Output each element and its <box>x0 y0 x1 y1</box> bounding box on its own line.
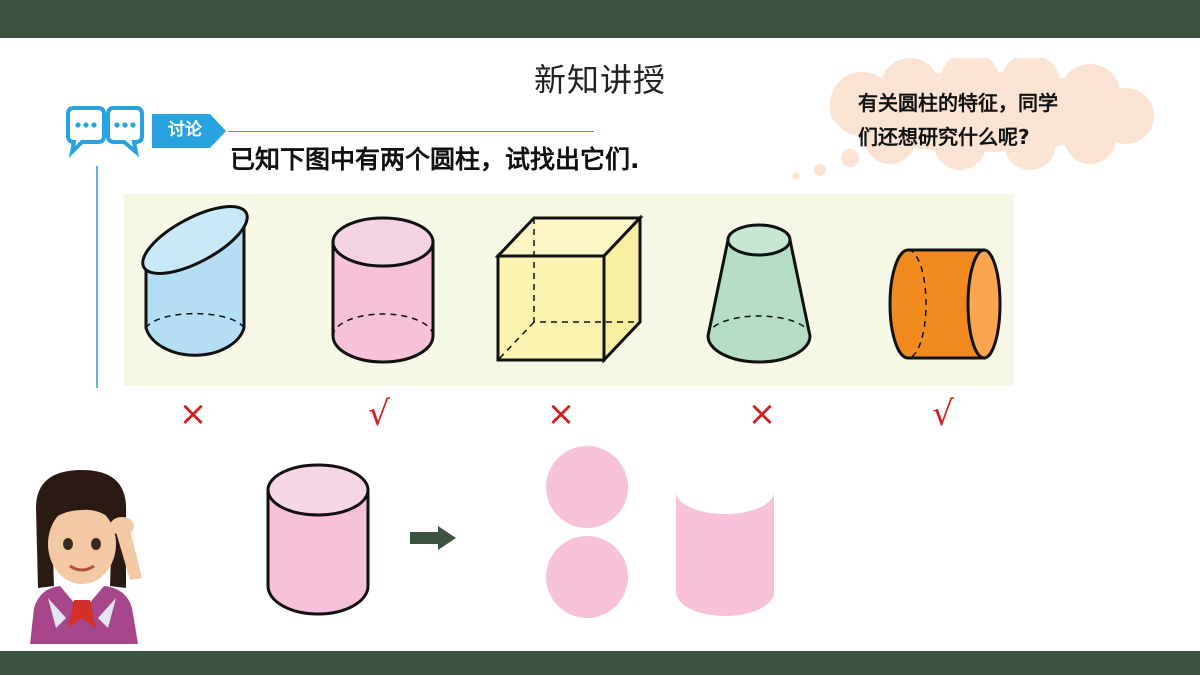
discussion-tag-label: 讨论 <box>168 120 202 140</box>
mark-shape-5: √ <box>932 394 954 434</box>
header-rule <box>228 131 594 132</box>
discussion-tag-shape <box>152 114 226 148</box>
thought-line-2: 们还想研究什么呢? <box>858 125 1030 149</box>
question-text: 已知下图中有两个圆柱，试找出它们. <box>230 145 640 174</box>
net-bottom-circle <box>546 536 628 618</box>
side-rule <box>96 166 98 388</box>
girl-thinking-illustration <box>30 470 142 644</box>
cylinder-shape <box>331 216 435 364</box>
mark-shape-4: × <box>747 394 777 434</box>
chat-bubbles-icon <box>66 106 144 158</box>
page-title: 新知讲授 <box>533 61 666 99</box>
mark-shape-1: × <box>178 394 208 434</box>
thought-line-1: 有关圆柱的特征，同学 <box>858 91 1058 115</box>
net-side-surface <box>676 492 774 616</box>
mark-shape-3: × <box>546 394 576 434</box>
net-top-circle <box>546 446 628 528</box>
oblique-cylinder-shape <box>141 205 249 357</box>
thought-bubble-text: 有关圆柱的特征，同学 们还想研究什么呢? <box>858 86 1128 154</box>
thought-bubble <box>792 58 1154 180</box>
pink-cylinder <box>266 463 370 616</box>
horizontal-cylinder-shape <box>888 248 1002 360</box>
bottom-bar <box>0 651 1200 675</box>
mark-shape-2: √ <box>368 394 390 434</box>
top-bar <box>0 0 1200 38</box>
arrow-right-icon <box>410 526 456 550</box>
cube-shape <box>494 214 644 364</box>
frustum-shape <box>706 223 812 364</box>
